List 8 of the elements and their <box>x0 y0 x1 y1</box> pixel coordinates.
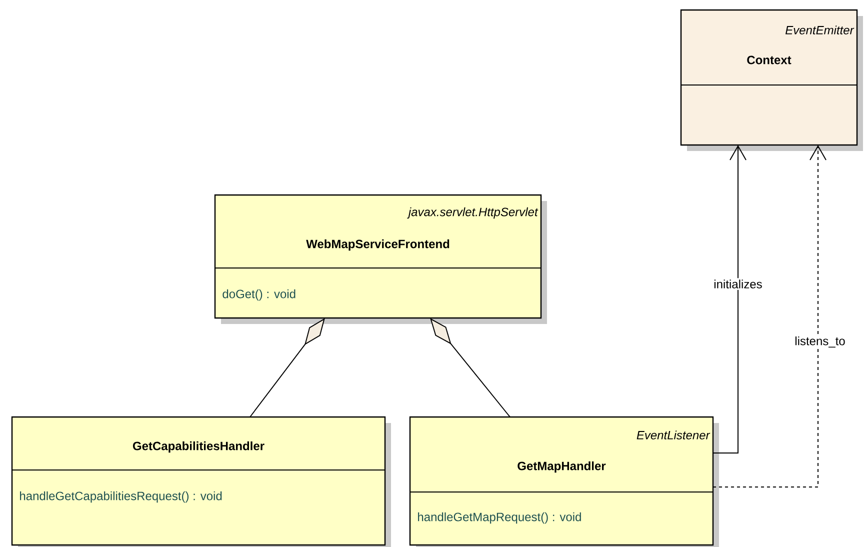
class-box: GetCapabilitiesHandler handleGetCapabilitiesRequest() : void <box>11 416 391 547</box>
edge-label: initializes <box>712 278 764 290</box>
edge-label: listens_to <box>793 334 847 350</box>
class-box: EventEmitter Context <box>680 9 863 151</box>
class-box: javax.servlet.HttpServlet WebMapServiceFrontend doGet() : void <box>214 194 547 324</box>
association-arrow <box>712 145 826 488</box>
association-arrow <box>712 145 746 454</box>
class-box: EventListener GetMapHandler handleGetMapRequest() : void <box>409 416 719 547</box>
